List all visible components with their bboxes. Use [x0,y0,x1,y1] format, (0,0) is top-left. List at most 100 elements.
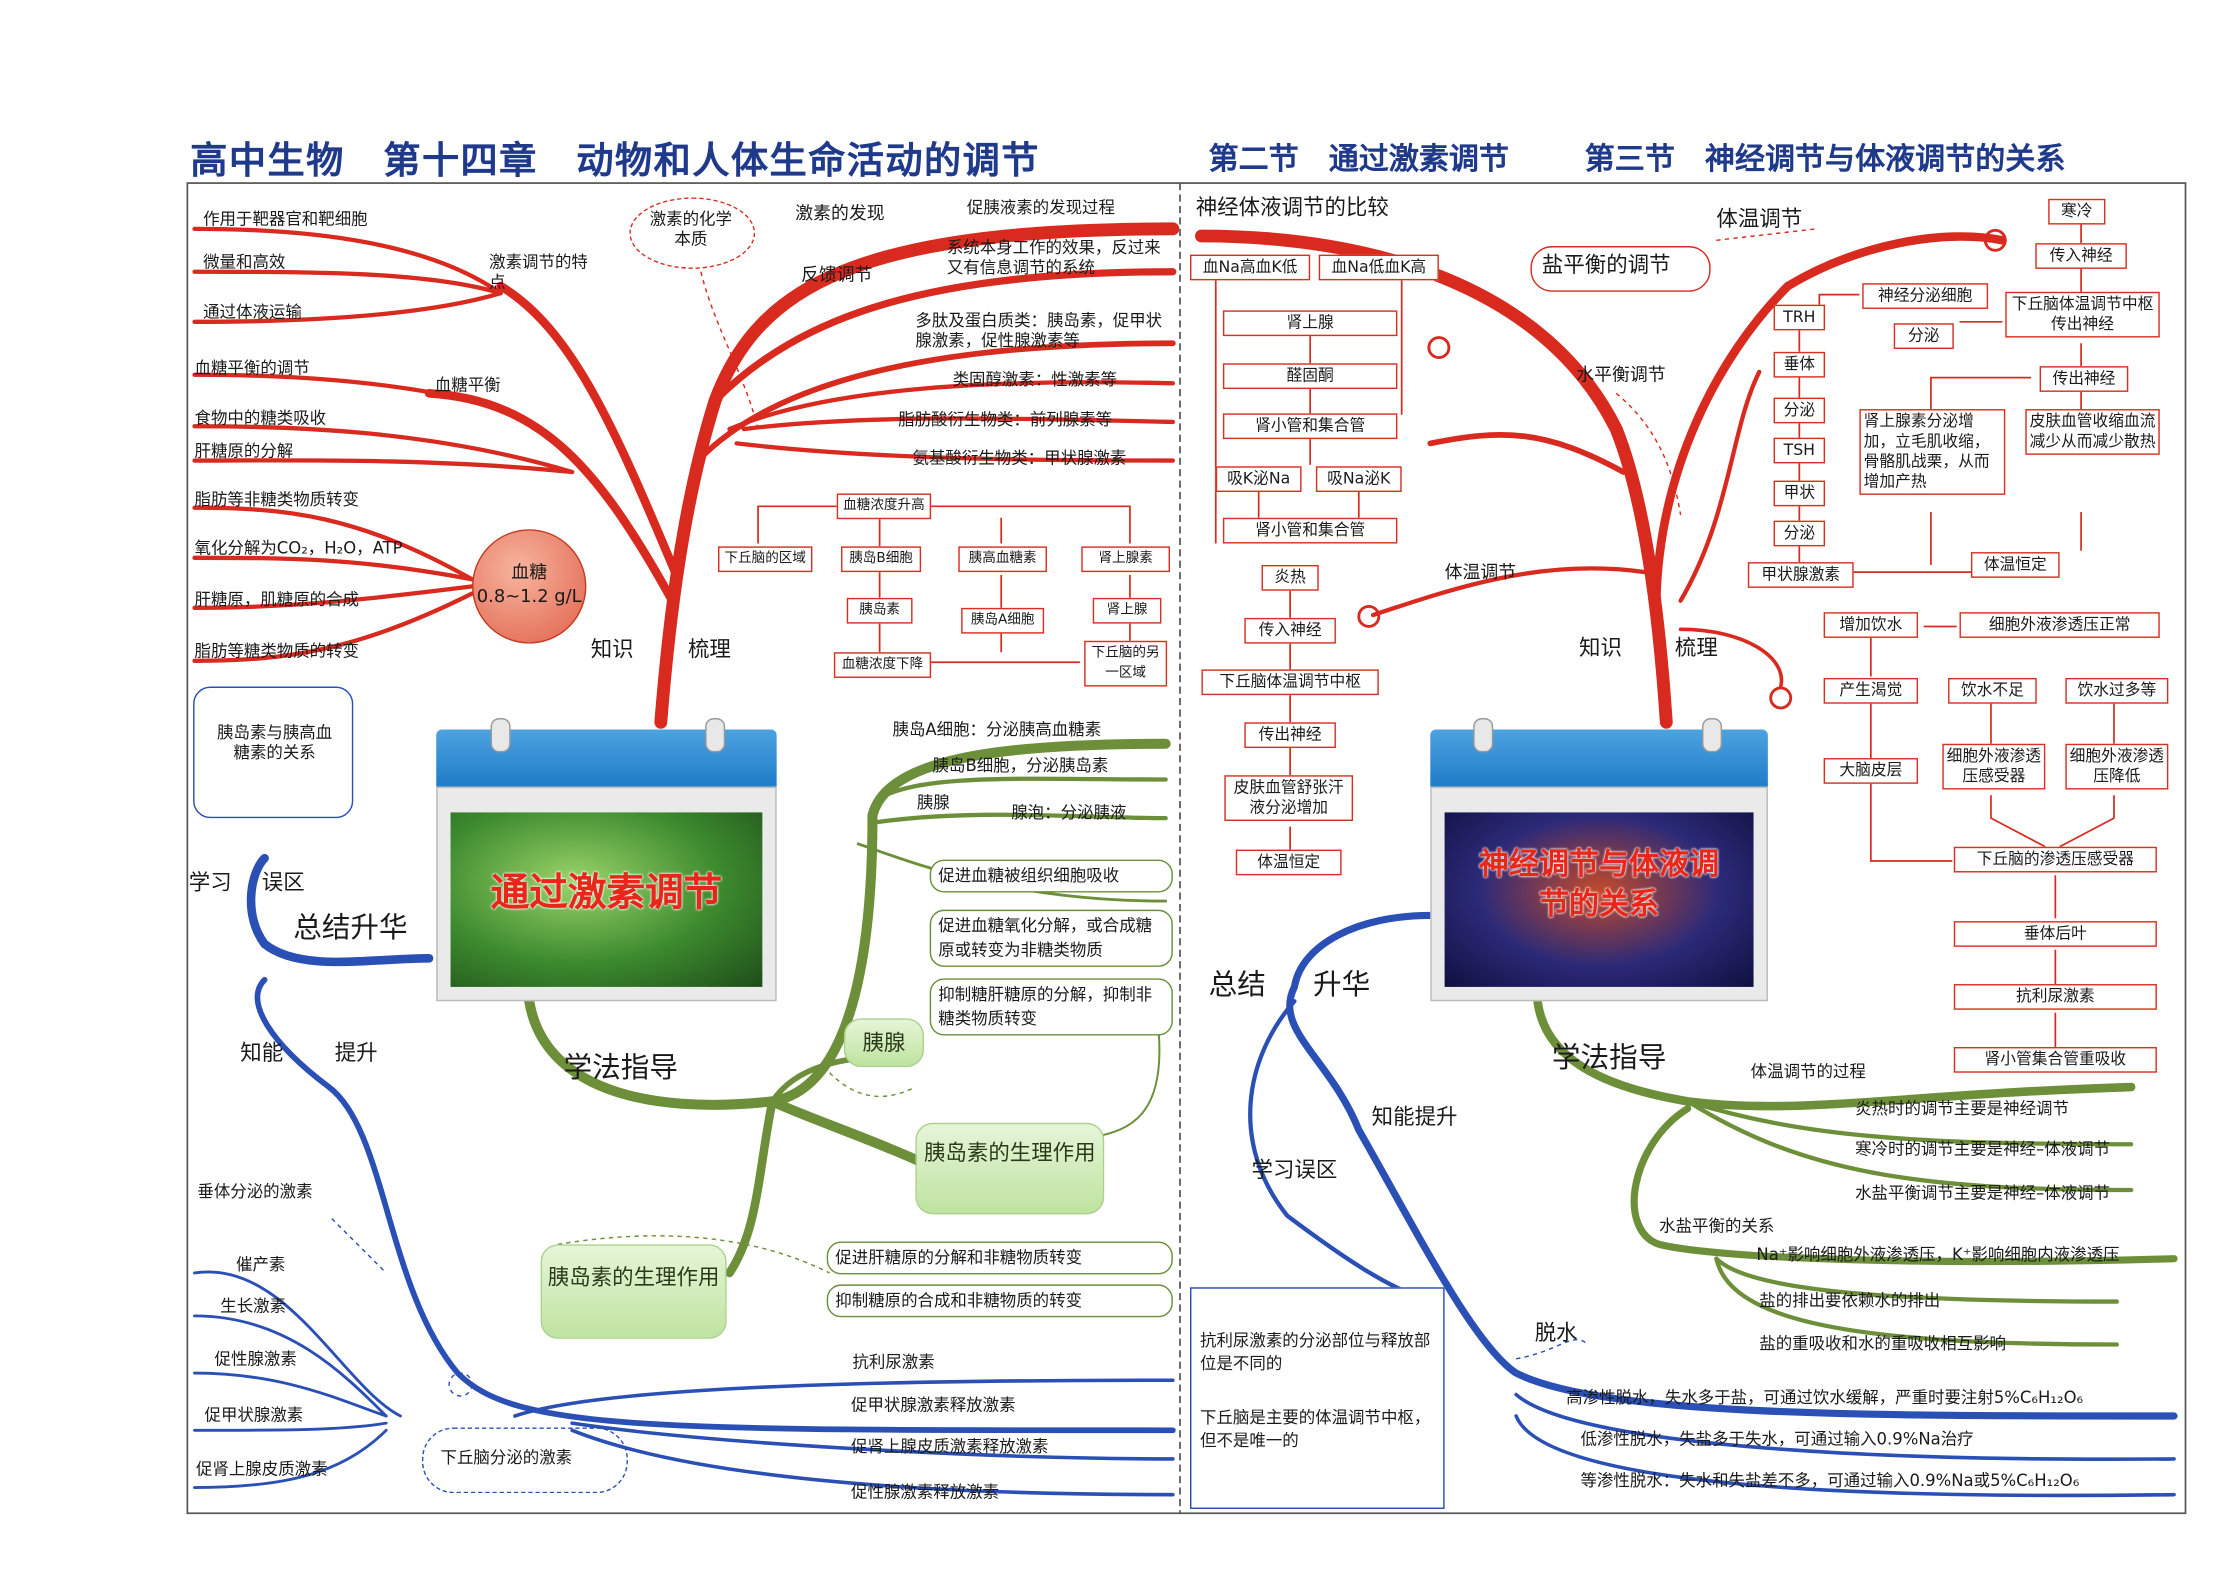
right-summary2: 升华 [1313,966,1371,1002]
cold-neuro: 神经分泌细胞 [1862,283,1989,309]
salt-b: 血Na低血K高 [1318,254,1439,281]
temp-process-item: 寒冷时的调节主要是神经–体液调节 [1855,1138,2111,1159]
pituitary-item: 促肾上腺皮质激素 [195,1458,328,1479]
salt-rel-item: 盐的重吸收和水的重吸收相互影响 [1759,1333,2006,1354]
water-adh: 抗利尿激素 [1953,984,2157,1010]
flow-high: 胰高血糖素 [958,546,1047,573]
hypothalamus-label: 下丘脑分泌的激素 [440,1447,573,1468]
flow-adg: 肾上腺 [1092,597,1162,624]
heat-step: 体温恒定 [1235,849,1342,876]
right-misconception-box: 抗利尿激素的分泌部位与释放部位是不同的 下丘脑是主要的体温调节中枢，但不是唯一的 [1190,1287,1445,1509]
insulin-effect: 促进血糖被组织细胞吸收 [929,859,1173,893]
hypothalamus-item: 促性腺激素释放激素 [851,1481,1000,1502]
cold-skin: 皮肤血管收缩血流减少从而减少散热 [2025,409,2160,455]
cold-tsh: TSH [1773,437,1826,464]
blood-sugar-item: 肝糖原，肌糖原的合成 [194,589,360,610]
right-summary: 总结 [1208,966,1266,1002]
right-calendar-title: 神经调节与体液调节的关系 [1478,846,1720,922]
pituitary-item: 催产素 [235,1254,286,1275]
calendar-ring [1473,718,1494,753]
cold-center: 下丘脑体温调节中枢传出神经 [2005,291,2160,338]
water-post: 垂体后叶 [1953,921,2157,947]
feature-item: 作用于靶器官和靶细胞 [203,208,368,229]
hormone-type: 多肽及蛋白质类：胰岛素，促甲状腺激素，促性腺激素等 [915,310,1163,351]
cold-sec3: 分泌 [1773,520,1826,547]
blood-sugar-item: 食物中的糖类吸收 [194,407,327,428]
water-low: 细胞外液渗透压降低 [2065,743,2169,790]
salt-na: 吸Na泌K [1315,466,1402,493]
feedback-label: 反馈调节 [800,263,873,285]
flow-adr: 肾上腺素 [1081,546,1170,573]
feature-item: 通过体液运输 [203,301,302,322]
insulin-effect: 促进血糖氧化分解，或合成糖原或转变为非糖类物质 [929,909,1173,967]
compare-label: 神经体液调节的比较 [1195,194,1389,221]
left-summary: 总结升华 [293,909,408,944]
left-branch-knowledge2: 梳理 [687,636,731,663]
pancreas-b: 胰岛B细胞，分泌胰岛素 [932,755,1109,776]
left-branch-knowledge: 知识 [590,636,634,663]
misconception-text: 胰岛素与胰高血糖素的关系 [217,722,333,763]
right-study: 学习误区 [1251,1157,1338,1183]
right-calendar: 神经调节与体液调节的关系 [1430,718,1768,1002]
right-knowledge2: 梳理 [1674,635,1718,661]
discovery-label: 激素的发现 [795,201,885,224]
blood-sugar-circle: 血糖 0.8~1.2 g/L [471,529,587,644]
water-cortex: 大脑皮层 [1823,758,1919,784]
cold-thy: 甲状 [1773,480,1826,507]
dehydration-item: 高渗性脱水，失水多于盐，可通过饮水缓解，严重时要注射5%C₆H₁₂O₆ [1566,1387,2084,1408]
pituitary-item: 促性腺激素 [214,1348,297,1369]
temp-label-mid: 体温调节 [1444,560,1517,583]
water-more: 饮水过多等 [2065,677,2169,704]
chem-label: 激素的化学本质 [649,208,732,249]
left-calendar: 通过激素调节 [436,718,777,1002]
heat-step: 下丘脑体温调节中枢 [1201,669,1379,696]
flow-hypo: 下丘脑的区域 [718,546,813,573]
neuron-picture [1444,812,1754,987]
salt-a: 血Na高血K低 [1190,254,1311,281]
insulin-bubble-2: 胰岛素的生理作用 [540,1244,727,1339]
blood-sugar-item: 脂肪等糖类物质的转变 [194,640,360,661]
temp-process-item: 水盐平衡调节主要是神经–体液调节 [1855,1182,2111,1203]
blood-sugar-item: 脂肪等非糖类物质转变 [194,489,360,510]
salt-adg: 肾上腺 [1222,310,1398,337]
heat-step: 炎热 [1261,564,1319,591]
flow-up: 血糖浓度升高 [836,493,932,520]
cold-cold: 寒冷 [2048,198,2106,225]
right-method: 学法指导 [1551,1039,1667,1075]
dehydration-item: 等渗性脱水：失水和失盐差不多，可通过输入0.9%Na或5%C₆H₁₂O₆ [1580,1470,2080,1491]
left-ability: 知能 [240,1039,284,1066]
temp-label-right: 体温调节 [1716,205,1803,232]
features-label: 激素调节的特点 [489,251,588,292]
hormone-type: 类固醇激素：性激素等 [952,369,1118,390]
water-rec: 细胞外液渗透压感受器 [1942,743,2046,790]
flow-a: 胰岛A细胞 [961,607,1045,634]
salt-label-box [1530,246,1711,292]
feedback-text: 系统本身工作的效果，反过来又有信息调节的系统 [946,237,1161,278]
pancreas-bubble: 胰腺 [843,1018,924,1068]
cold-out: 传出神经 [2039,366,2129,392]
hypothalamus-item: 促甲状腺激素释放激素 [851,1394,1016,1415]
blood-sugar-item: 血糖平衡的调节 [194,357,310,378]
right-ability: 知能提升 [1371,1104,1458,1130]
salt-kid: 肾小管和集合管 [1222,413,1398,440]
misconception-item: 抗利尿激素的分泌部位与释放部位是不同的 [1200,1330,1431,1374]
right-knowledge: 知识 [1579,635,1622,661]
blood-sugar-item: 氧化分解为CO₂，H₂O，ATP [194,537,403,558]
temp-process-label: 体温调节的过程 [1750,1061,1866,1082]
blood-sugar-label: 血糖平衡 [434,374,501,395]
salt-ald: 醛固酮 [1222,363,1398,390]
left-study: 学习 [188,869,232,896]
salt-rel-item: 盐的排出要依赖水的排出 [1759,1290,1941,1311]
water-hyporec: 下丘脑的渗透压感受器 [1953,846,2157,873]
calendar-ring [705,718,726,753]
dehydration-label: 脱水 [1534,1320,1578,1346]
water-normal: 细胞外液渗透压正常 [1959,612,2160,638]
water-label: 水平衡调节 [1576,363,1666,385]
chem-ellipse [629,197,756,269]
cold-th: 甲状腺激素 [1747,562,1854,588]
page-title: 高中生物 第十四章 动物和人体生命活动的调节 [190,140,1040,184]
cold-sec2: 分泌 [1773,397,1826,424]
left-calendar-title: 通过激素调节 [490,871,723,916]
cold-sec: 分泌 [1893,323,1954,349]
section-two-title: 第二节 通过激素调节 [1208,141,1509,176]
